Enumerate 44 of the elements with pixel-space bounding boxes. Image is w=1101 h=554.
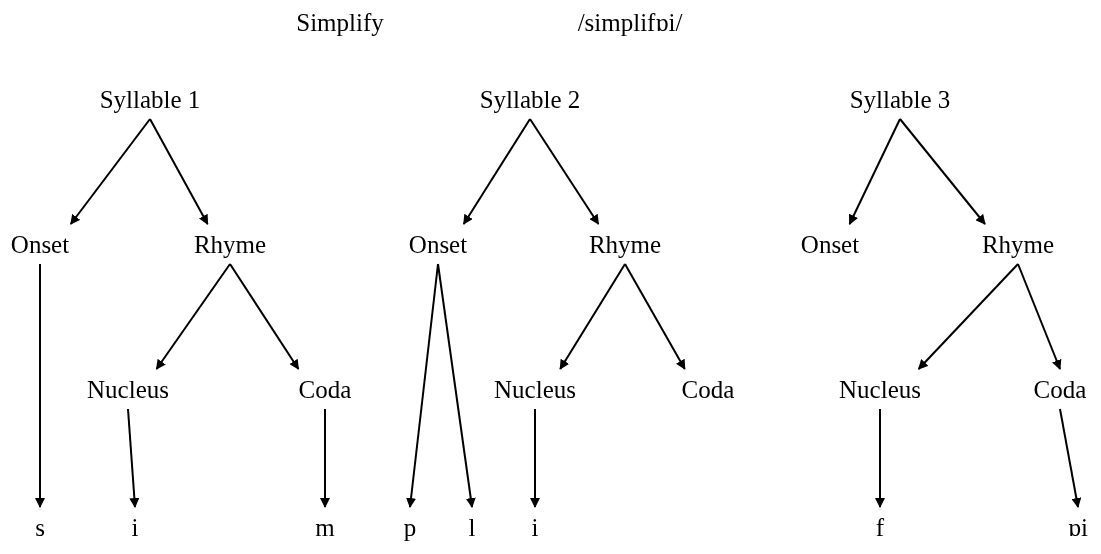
phonetic-transcription: /simplifɒi/ [577, 8, 683, 38]
node-label: i [531, 513, 539, 543]
arrow [899, 118, 986, 225]
arrow [149, 118, 209, 225]
arrow [530, 408, 540, 508]
node-label: Onset [408, 230, 468, 260]
arrow [624, 263, 686, 370]
arrow [69, 118, 151, 225]
arrow [127, 408, 140, 508]
node-label: i [131, 513, 139, 543]
node-label: s [35, 513, 45, 543]
arrow [35, 263, 45, 508]
arrow [155, 263, 231, 370]
node-label: l [468, 513, 476, 543]
node-label: f [875, 513, 885, 543]
node-label: m [315, 513, 335, 543]
node-label: Syllable 1 [99, 85, 201, 115]
arrow [529, 118, 600, 225]
node-label: Onset [10, 230, 70, 260]
node-label: Coda [681, 375, 735, 405]
arrow [1017, 263, 1062, 370]
node-label: p [403, 513, 417, 543]
node-label: Nucleus [494, 375, 576, 405]
arrow [917, 263, 1019, 370]
node-label: Nucleus [839, 375, 921, 405]
node-label: Rhyme [981, 230, 1055, 260]
arrow [462, 118, 531, 225]
arrow [559, 263, 626, 370]
node-label: Coda [1033, 375, 1087, 405]
node-label: Rhyme [588, 230, 662, 260]
arrow [320, 408, 330, 508]
arrow [875, 408, 885, 508]
arrow [848, 118, 901, 225]
node-label: Coda [298, 375, 352, 405]
title: Simplify [296, 8, 384, 38]
arrow [1059, 408, 1082, 508]
node-label: Rhyme [193, 230, 267, 260]
node-label: Syllable 2 [479, 85, 581, 115]
arrow [437, 263, 476, 508]
node-label: Nucleus [87, 375, 169, 405]
node-label: Syllable 3 [849, 85, 951, 115]
arrow [229, 263, 300, 370]
node-label: ɒi [1068, 513, 1088, 543]
node-label: Onset [800, 230, 860, 260]
